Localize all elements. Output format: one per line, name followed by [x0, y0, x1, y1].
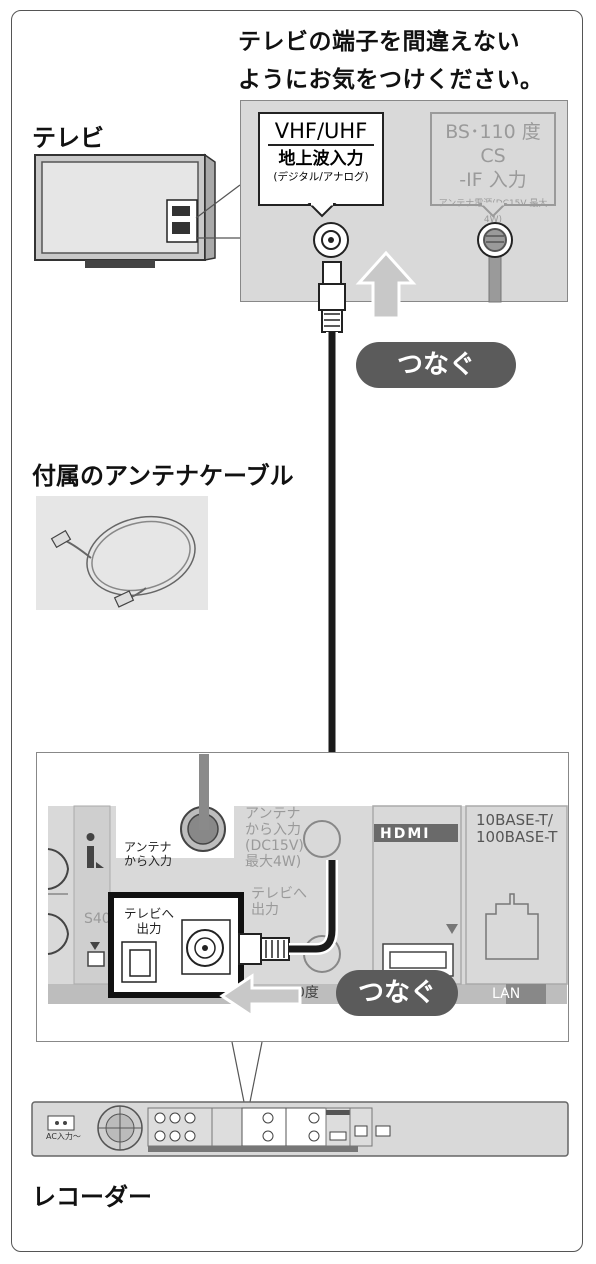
connect-label-tv: つなぐ	[356, 342, 516, 388]
degree-fragment-label: 0度	[296, 985, 319, 1001]
hdmi-logo: HDMI	[380, 826, 431, 842]
tv-illustration	[34, 153, 216, 268]
coiled-cable-icon	[50, 515, 196, 608]
antenna-in-dc-label: アンテナ から入力 (DC15V) 最大4W)	[245, 806, 304, 870]
antenna-in-line-1: アンテナ	[124, 840, 172, 854]
terrestrial-line-2: 地上波入力	[278, 149, 364, 169]
tv-label: テレビ	[32, 124, 104, 152]
terrestrial-socket-icon	[313, 222, 349, 258]
lan-spec-line-1: 10BASE-T/	[476, 811, 553, 829]
terrestrial-line-1: VHF/UHF	[268, 118, 374, 146]
cable-label: 付属のアンテナケーブル	[32, 462, 294, 490]
recorder-back-panel	[31, 1101, 569, 1157]
bs-pointer	[478, 202, 508, 218]
bs-line-1: BS･110 度 CS	[445, 121, 541, 167]
zoom-lines-tv	[195, 184, 241, 239]
up-arrow-icon	[355, 250, 417, 320]
terrestrial-pointer	[307, 202, 337, 218]
terrestrial-line-3: (デジタル/アナログ)	[273, 171, 369, 183]
lan-label: LAN	[492, 986, 521, 1002]
tv-out-line-2: 出力	[136, 921, 162, 936]
tv-out-grey-line-2: 出力	[251, 902, 279, 918]
tv-out-label: テレビへ 出力	[124, 906, 174, 936]
bs-line-2: -IF 入力	[459, 169, 527, 191]
antenna-dc-line-4: 最大4W)	[245, 854, 302, 870]
recorder-label: レコーダー	[32, 1183, 152, 1211]
antenna-dc-line-1: アンテナ	[245, 806, 301, 822]
caution-line-2: ようにお気をつけください。	[238, 67, 544, 93]
bs-socket-icon	[477, 222, 513, 303]
lan-spec-label: 10BASE-T/ 100BASE-T	[476, 812, 557, 846]
terrestrial-input-label: VHF/UHF 地上波入力 (デジタル/アナログ)	[258, 112, 384, 206]
antenna-dc-line-2: から入力	[245, 822, 301, 838]
ac-input-label: AC入力～	[46, 1132, 81, 1141]
tv-out-line-1: テレビへ	[124, 906, 175, 921]
cable-photo	[36, 496, 208, 610]
antenna-in-label: アンテナ から入力	[124, 840, 172, 868]
antenna-dc-line-3: (DC15V)	[245, 838, 304, 854]
lan-spec-line-2: 100BASE-T	[476, 828, 558, 846]
tv-out-grey-line-1: テレビへ	[251, 886, 307, 902]
caution-line-1: テレビの端子を間違えない	[238, 29, 520, 55]
tv-out-grey-label: テレビへ 出力	[251, 886, 307, 918]
connect-label-recorder: つなぐ	[336, 970, 458, 1016]
antenna-in-line-2: から入力	[124, 854, 173, 868]
